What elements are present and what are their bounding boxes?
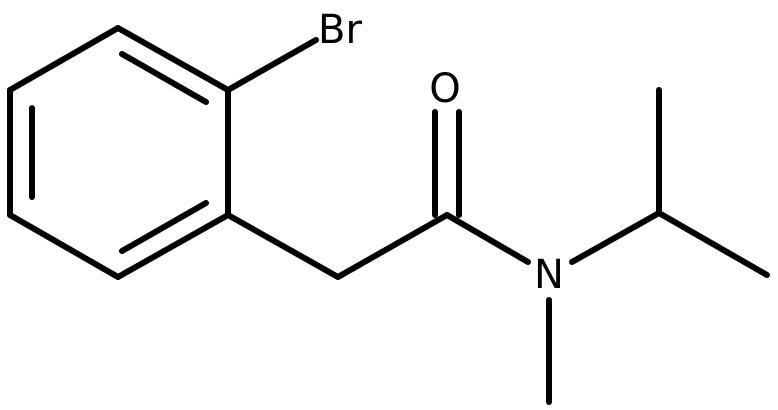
ring-bond-bottom-right bbox=[115, 212, 231, 280]
bond-ring-to-bromine bbox=[225, 37, 319, 93]
bromine-atom-label: Br bbox=[318, 7, 362, 53]
ring-bond-bottom-left bbox=[7, 212, 121, 280]
isopropyl-bond-right bbox=[656, 210, 770, 278]
oxygen-atom-label: O bbox=[429, 66, 460, 112]
bond-carbonyl-to-nitrogen bbox=[444, 212, 531, 265]
bond-ring-to-ch2 bbox=[225, 212, 341, 280]
benzene-ring bbox=[7, 25, 231, 280]
ring-double-bond-inner-bottom bbox=[119, 200, 209, 254]
bond-ch2-to-carbonyl bbox=[335, 212, 450, 280]
ring-double-bond-inner-top bbox=[119, 51, 209, 105]
bond-nitrogen-to-isopropyl bbox=[569, 210, 662, 265]
ring-bond-top-left bbox=[7, 25, 121, 93]
nitrogen-atom-label: N bbox=[534, 252, 564, 298]
ring-bond-top-right bbox=[115, 25, 231, 93]
